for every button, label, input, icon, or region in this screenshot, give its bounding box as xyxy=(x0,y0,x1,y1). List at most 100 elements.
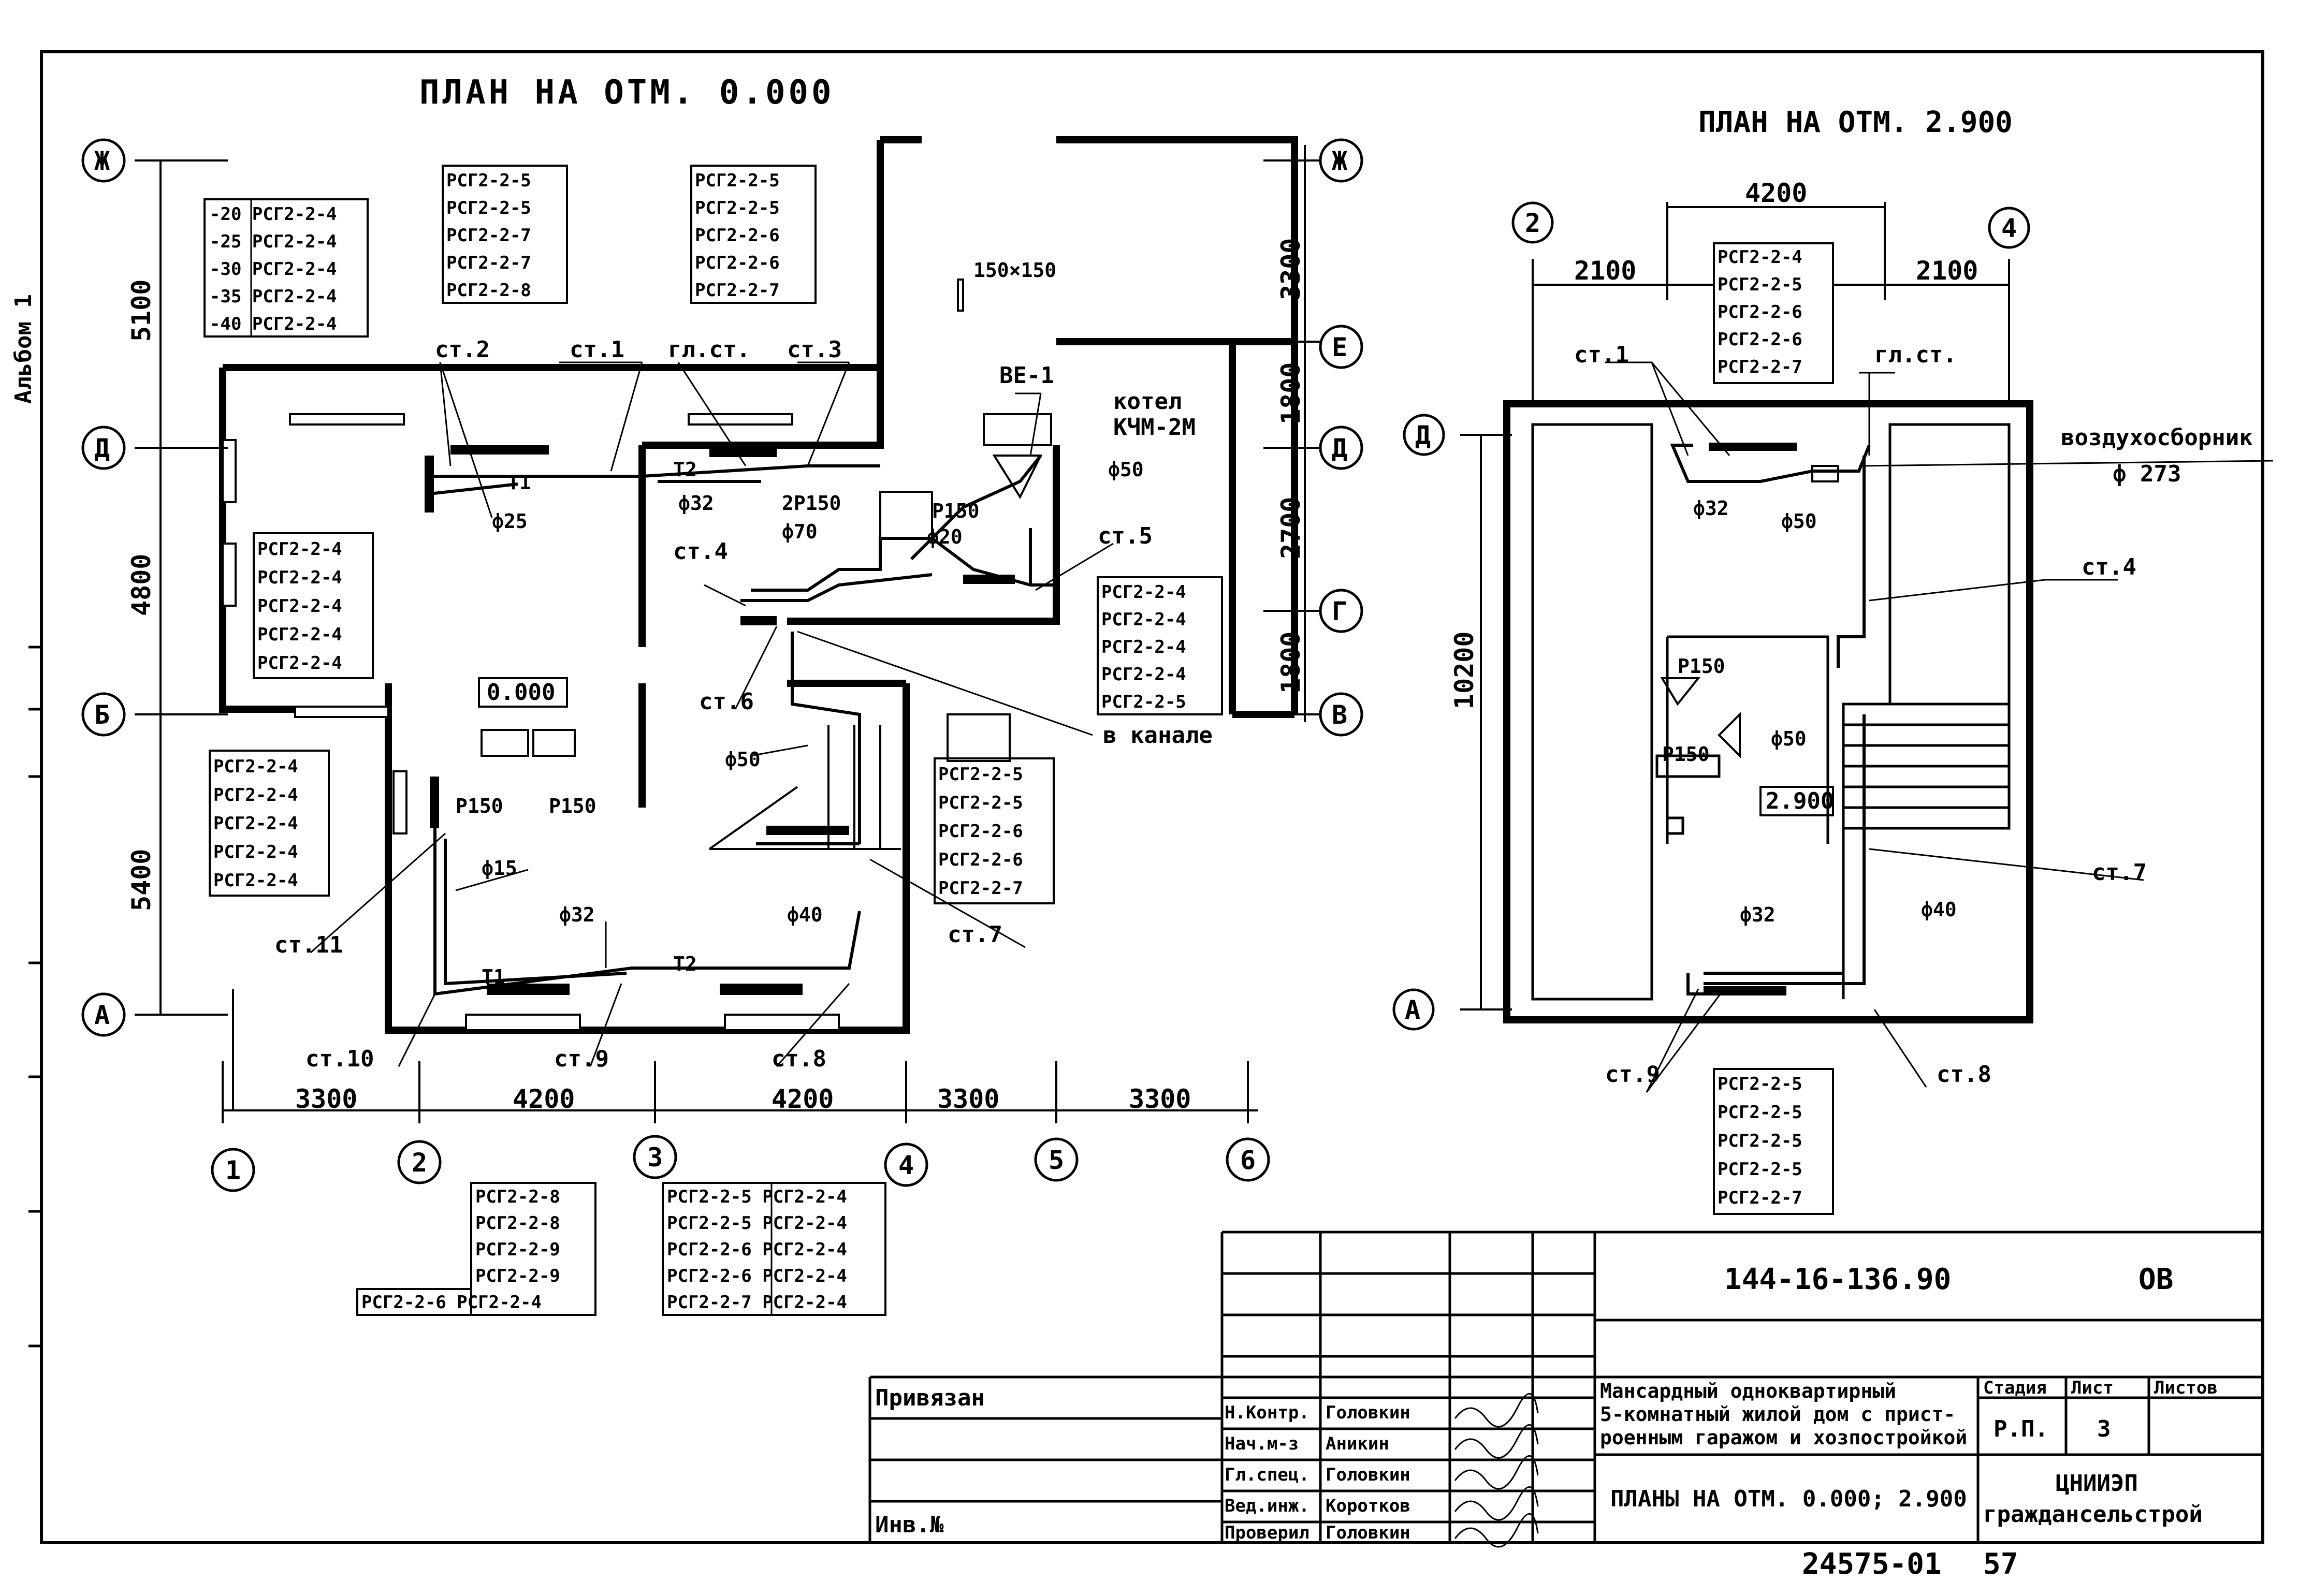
dim-5400: 5400 xyxy=(126,849,156,911)
right-table-top: РСГ2-2-4 РСГ2-2-5 РСГ2-2-6 РСГ2-2-6 РСГ2… xyxy=(1713,242,1834,384)
right-plan-title: ПЛАН НА ОТМ. 2.900 xyxy=(1698,106,2013,139)
svg-text:РСГ2-2-4: РСГ2-2-4 xyxy=(1101,609,1186,630)
rlabel-d50b: ф50 xyxy=(1771,727,1807,750)
dim-3300-h1: 3300 xyxy=(295,1084,357,1114)
label-st7: ст.7 xyxy=(948,921,1002,948)
svg-text:РСГ2-2-7: РСГ2-2-7 xyxy=(1718,1188,1802,1208)
svg-text:РСГ2-2-7: РСГ2-2-7 xyxy=(446,225,531,246)
stamp-doc-code: 144-16-136.90 xyxy=(1724,1263,1951,1296)
rlabel-d32: ф32 xyxy=(1693,497,1729,520)
svg-text:РСГ2-2-6 РСГ2-2-4: РСГ2-2-6 РСГ2-2-4 xyxy=(667,1239,847,1260)
label-t2-a: Т2 xyxy=(673,458,697,481)
rlabel-st4: ст.4 xyxy=(2082,554,2136,580)
rdim-4200: 4200 xyxy=(1745,178,1807,208)
label-t1-b: Т1 xyxy=(482,965,505,988)
svg-text:РСГ2-2-7: РСГ2-2-7 xyxy=(1718,357,1802,377)
label-st3: ст.3 xyxy=(787,336,842,363)
svg-text:РСГ2-2-5 РСГ2-2-4: РСГ2-2-5 РСГ2-2-4 xyxy=(667,1213,847,1234)
svg-text:РСГ2-2-4: РСГ2-2-4 xyxy=(213,756,298,777)
svg-text:РСГ2-2-4: РСГ2-2-4 xyxy=(213,785,298,806)
axis-4: 4 xyxy=(898,1150,914,1180)
label-glst: гл.ст. xyxy=(668,336,750,363)
axis-ra: А xyxy=(1405,995,1420,1025)
svg-text:РСГ2-2-6: РСГ2-2-6 xyxy=(938,850,1023,870)
label-st8: ст.8 xyxy=(772,1046,826,1072)
stamp-project-line-1: 5-комнатный жилой дом с прист- xyxy=(1600,1403,1955,1426)
dim-4800: 4800 xyxy=(126,554,156,616)
svg-text:РСГ2-2-7: РСГ2-2-7 xyxy=(695,280,780,301)
stamp-sheet: 3 xyxy=(2097,1416,2111,1442)
stamp-name-3: Коротков xyxy=(1326,1496,1410,1516)
svg-text:РСГ2-2-4: РСГ2-2-4 xyxy=(213,870,298,891)
label-st6: ст.6 xyxy=(699,689,754,715)
right-plan-inner xyxy=(1531,423,2011,1001)
svg-text:-30 РСГ2-2-4: -30 РСГ2-2-4 xyxy=(210,259,337,280)
bottom-table-left: РСГ2-2-8 РСГ2-2-8 РСГ2-2-9 РСГ2-2-9 РСГ2… xyxy=(356,1182,596,1316)
footer-page: 57 xyxy=(1983,1547,2018,1581)
stamp-col-sheets: Листов xyxy=(2154,1378,2218,1398)
label-st4: ст.4 xyxy=(673,538,728,565)
right-table-bottom: РСГ2-2-5 РСГ2-2-5 РСГ2-2-5 РСГ2-2-5 РСГ2… xyxy=(1713,1068,1834,1215)
left-elevation-mark: 0.000 xyxy=(478,677,568,708)
label-st10: ст.10 xyxy=(305,1046,374,1072)
title-block-grid xyxy=(868,1231,2263,1543)
rlabel-st9: ст.9 xyxy=(1605,1061,1660,1088)
svg-text:РСГ2-2-9: РСГ2-2-9 xyxy=(475,1239,560,1260)
svg-text:РСГ2-2-6 РСГ2-2-4: РСГ2-2-6 РСГ2-2-4 xyxy=(667,1266,847,1286)
svg-text:0.000: 0.000 xyxy=(487,679,555,706)
stamp-role-0: Н.Контр. xyxy=(1225,1402,1309,1423)
svg-text:РСГ2-2-5: РСГ2-2-5 xyxy=(1718,1102,1802,1123)
left-plan-stairs xyxy=(708,713,1011,850)
axis-6: 6 xyxy=(1240,1145,1256,1175)
svg-text:РСГ2-2-4: РСГ2-2-4 xyxy=(1101,637,1186,657)
dim-4200-h1: 4200 xyxy=(513,1084,575,1114)
left-plan-windows xyxy=(222,413,840,1031)
svg-text:РСГ2-2-5: РСГ2-2-5 xyxy=(1718,274,1802,295)
dim-1800-b: 1800 xyxy=(1276,632,1306,694)
label-d50a: ф50 xyxy=(1108,458,1144,481)
svg-text:РСГ2-2-4: РСГ2-2-4 xyxy=(257,653,342,673)
stamp-mark: ОВ xyxy=(2138,1263,2173,1296)
svg-text:РСГ2-2-4: РСГ2-2-4 xyxy=(1718,247,1802,268)
stamp-org1: ЦНИИЭП xyxy=(2056,1470,2138,1497)
svg-text:РСГ2-2-4: РСГ2-2-4 xyxy=(1101,664,1186,685)
svg-text:РСГ2-2-4: РСГ2-2-4 xyxy=(213,813,298,834)
svg-text:РСГ2-2-5: РСГ2-2-5 xyxy=(938,764,1023,785)
svg-text:РСГ2-2-7 РСГ2-2-4: РСГ2-2-7 РСГ2-2-4 xyxy=(667,1292,847,1313)
label-duct: 150×150 xyxy=(973,259,1056,282)
rlabel-p150b: Р150 xyxy=(1662,743,1710,766)
side-ticks xyxy=(28,646,41,1348)
axis-g-right: Г xyxy=(1332,596,1347,626)
rlabel-d40: ф40 xyxy=(1921,898,1957,921)
axis-r2: 2 xyxy=(1525,208,1540,238)
axis-r4: 4 xyxy=(2001,213,2017,243)
svg-text:РСГ2-2-5: РСГ2-2-5 xyxy=(1718,1159,1802,1180)
left-radiators xyxy=(425,445,1015,995)
right-piping xyxy=(1670,444,1871,995)
label-boiler2: КЧМ-2М xyxy=(1113,414,1196,441)
rdim-2100a: 2100 xyxy=(1574,256,1636,286)
left-leaders xyxy=(310,361,1114,1067)
right-leaders xyxy=(1605,361,2274,1093)
label-d25: ф25 xyxy=(492,510,528,533)
label-p150c: Р150 xyxy=(549,795,596,817)
axis-1: 1 xyxy=(225,1155,241,1185)
label-boiler1: котел xyxy=(1113,388,1182,415)
right-equipment xyxy=(1660,465,1839,758)
radiator-table-5: РСГ2-2-4 РСГ2-2-4 РСГ2-2-4 РСГ2-2-4 РСГ2… xyxy=(209,750,330,897)
label-d40: ф40 xyxy=(787,903,823,926)
dim-4200-h2: 4200 xyxy=(772,1084,834,1114)
svg-text:РСГ2-2-8: РСГ2-2-8 xyxy=(446,280,531,301)
stamp-signatures xyxy=(1454,1393,1539,1548)
svg-text:2.900: 2.900 xyxy=(1766,788,1834,814)
axis-e-right: Е xyxy=(1332,332,1347,362)
label-d32: ф32 xyxy=(678,492,714,515)
svg-text:РСГ2-2-6 РСГ2-2-4: РСГ2-2-6 РСГ2-2-4 xyxy=(361,1292,542,1313)
stamp-sheet-title: ПЛАНЫ НА ОТМ. 0.000; 2.900 xyxy=(1610,1486,1967,1512)
stamp-name-2: Головкин xyxy=(1326,1465,1410,1485)
svg-text:РСГ2-2-7: РСГ2-2-7 xyxy=(446,253,531,273)
stamp-role-2: Гл.спец. xyxy=(1225,1465,1309,1485)
label-d70: ф70 xyxy=(782,520,818,543)
rlabel-d50a: ф50 xyxy=(1781,510,1817,533)
rlabel-air1: воздухосборник xyxy=(2061,424,2253,451)
